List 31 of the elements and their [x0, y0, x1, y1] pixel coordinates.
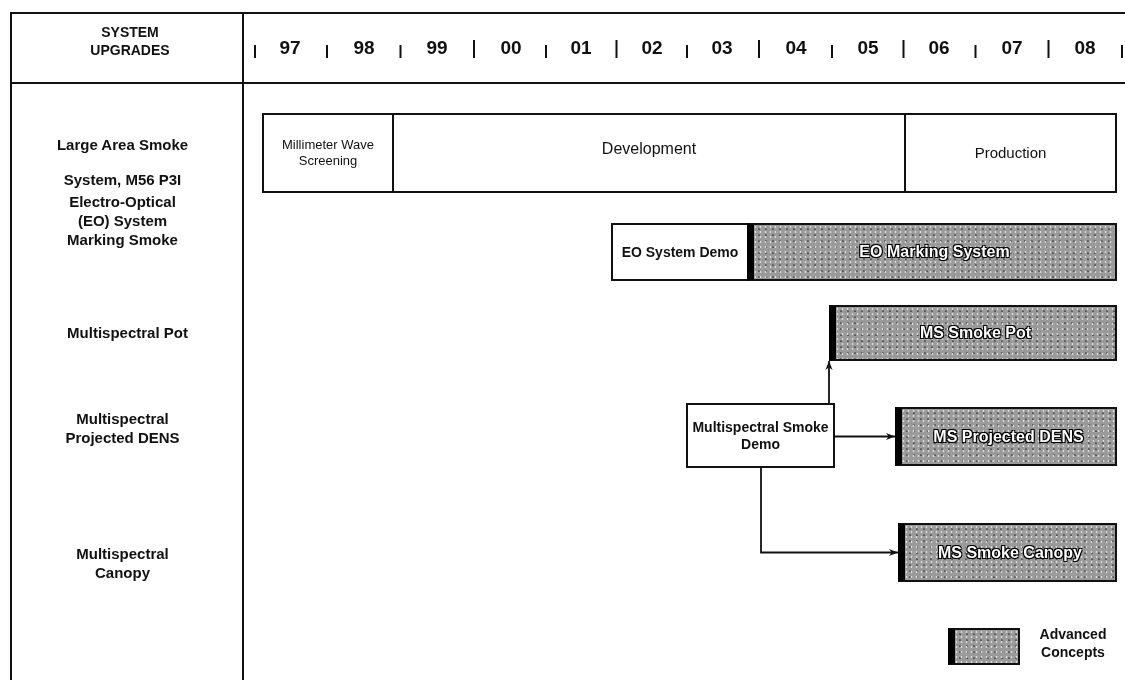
year-label: 01: [569, 37, 593, 59]
year-label: 97: [278, 37, 302, 59]
year-label: 99: [425, 37, 449, 59]
row-label: Multispectral Canopy: [75, 545, 170, 583]
column-header: SYSTEM UPGRADES: [89, 24, 171, 59]
advanced-concept-bar: MS Smoke Pot: [829, 305, 1117, 361]
phase-box: Millimeter Wave Screening: [262, 113, 394, 193]
advanced-concept-bar: MS Smoke Canopy: [898, 523, 1117, 582]
row-label: Multispectral Pot: [66, 324, 189, 343]
advanced-concept-bar: MS Projected DENS: [895, 407, 1117, 466]
year-label: 00: [499, 37, 523, 59]
row-label: Electro-Optical (EO) System Marking Smoke: [66, 193, 179, 250]
arrow: [834, 432, 896, 441]
phase-box: Development: [392, 113, 906, 193]
year-label: 07: [1000, 37, 1024, 59]
year-label: 02: [640, 37, 664, 59]
row-label: Large Area Smoke System, M56 P3I: [55, 135, 190, 190]
row-label: Multispectral Projected DENS: [64, 410, 181, 448]
arrow: [760, 467, 899, 557]
advanced-concept-bar: EO Marking System: [747, 223, 1117, 281]
year-label: 04: [784, 37, 808, 59]
phase-box: EO System Demo: [611, 223, 749, 281]
phase-box: Multispectral Smoke Demo: [686, 403, 835, 468]
year-label: 98: [352, 37, 376, 59]
year-label: 08: [1073, 37, 1097, 59]
year-label: 03: [710, 37, 734, 59]
year-label: 06: [927, 37, 951, 59]
year-label: 05: [856, 37, 880, 59]
phase-box: Production: [904, 113, 1117, 193]
legend-label: Advanced Concepts: [1038, 626, 1108, 661]
arrow: [825, 360, 833, 404]
